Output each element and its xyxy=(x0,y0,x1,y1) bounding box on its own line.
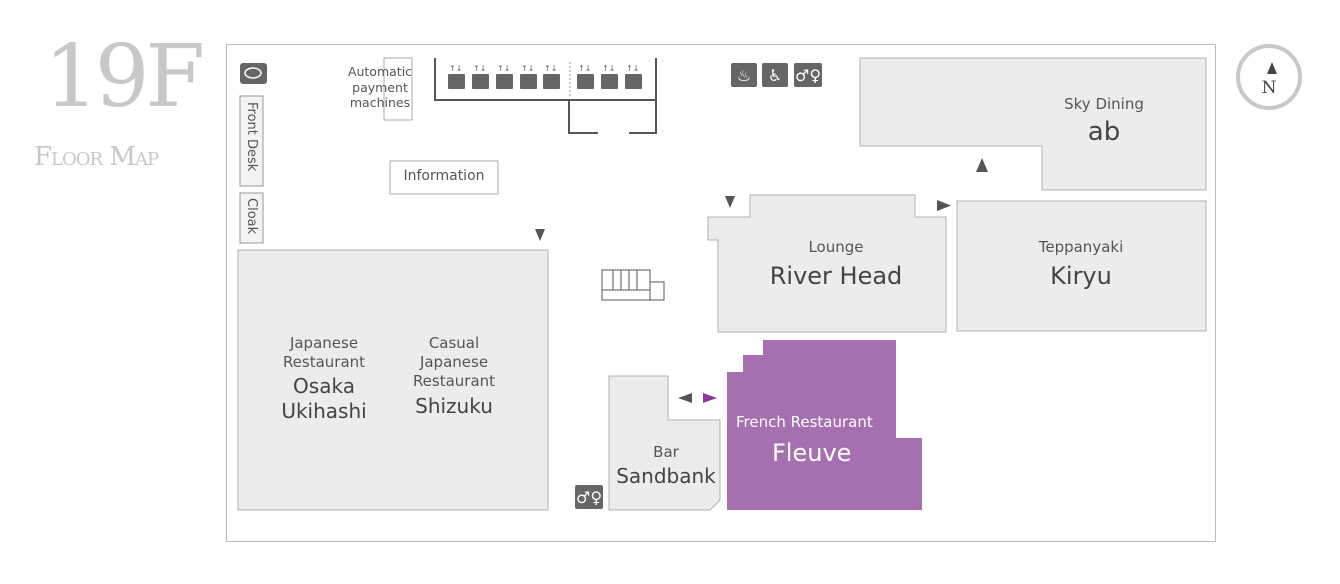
shizuku-label: Casual Japanese Restaurant Shizuku xyxy=(412,334,496,419)
compass-letter: N xyxy=(1261,78,1277,98)
cloak-label: Cloak xyxy=(244,198,259,235)
room-kiryu[interactable] xyxy=(956,200,1207,332)
svg-text:↑↓: ↑↓ xyxy=(473,64,486,73)
svg-text:♿: ♿ xyxy=(768,66,782,85)
map-frame xyxy=(226,44,1216,542)
floor-number: 19F xyxy=(44,27,205,127)
fleuve-label: French Restaurant Fleuve xyxy=(736,413,873,467)
svg-text:♂♀: ♂♀ xyxy=(576,488,602,507)
svg-text:↑↓: ↑↓ xyxy=(544,64,557,73)
river-head-label: Lounge River Head xyxy=(769,238,903,290)
svg-text:↑↓: ↑↓ xyxy=(602,64,615,73)
compass-icon: N xyxy=(1236,44,1302,110)
sky-dining-label: Sky Dining ab xyxy=(1064,95,1144,147)
restroom-icon-bar xyxy=(575,485,603,509)
cloak-box xyxy=(239,192,264,244)
room-osaka-shizuku[interactable] xyxy=(237,249,549,511)
room-fleuve[interactable] xyxy=(727,340,922,510)
svg-text:↑↓: ↑↓ xyxy=(578,64,591,73)
smoking-area-icon xyxy=(731,63,757,87)
icon-glyphs: ♨ ♿ ♂♀ ♂♀ xyxy=(576,66,821,507)
room-sky-dining[interactable] xyxy=(859,57,1207,191)
svg-text:↑↓: ↑↓ xyxy=(449,64,462,73)
wheelchair-icon xyxy=(762,63,788,87)
svg-text:♨: ♨ xyxy=(737,66,751,85)
restroom-icon xyxy=(794,63,822,87)
svg-text:↑↓: ↑↓ xyxy=(497,64,510,73)
north-arrow-icon xyxy=(1267,62,1277,74)
front-desk-label: Front Desk xyxy=(244,102,259,172)
entrance-arrow-icon xyxy=(535,158,988,403)
kiryu-label: Teppanyaki Kiryu xyxy=(1038,238,1124,290)
svg-text:♂♀: ♂♀ xyxy=(795,66,821,85)
room-sandbank[interactable] xyxy=(608,375,721,511)
information-box[interactable] xyxy=(389,160,499,195)
elevator-hall-walls xyxy=(434,58,657,134)
front-desk-box xyxy=(239,95,264,187)
sandbank-label: Bar Sandbank xyxy=(616,443,716,488)
payment-machines-label: Automatic payment machines xyxy=(347,64,413,111)
currency-exchange-icon xyxy=(240,63,267,84)
room-river-head[interactable] xyxy=(707,194,947,333)
currency-exchange-icon-detail xyxy=(244,67,262,79)
osaka-ukihashi-label: Japanese Restaurant Osaka Ukihashi xyxy=(281,334,367,423)
payment-machine-box xyxy=(383,57,413,121)
elevator-icon xyxy=(448,74,642,89)
elevator-arrows: ↑↓ ↑↓ ↑↓ ↑↓ ↑↓ ↑↓ ↑↓ ↑↓ xyxy=(449,64,639,73)
svg-text:↑↓: ↑↓ xyxy=(626,64,639,73)
floor-map-subtitle: Floor Map xyxy=(34,142,159,172)
information-label: Information xyxy=(403,168,485,184)
svg-text:↑↓: ↑↓ xyxy=(521,64,534,73)
stairs-icon xyxy=(601,269,665,301)
entrance-arrow-accent-icon xyxy=(703,393,717,403)
